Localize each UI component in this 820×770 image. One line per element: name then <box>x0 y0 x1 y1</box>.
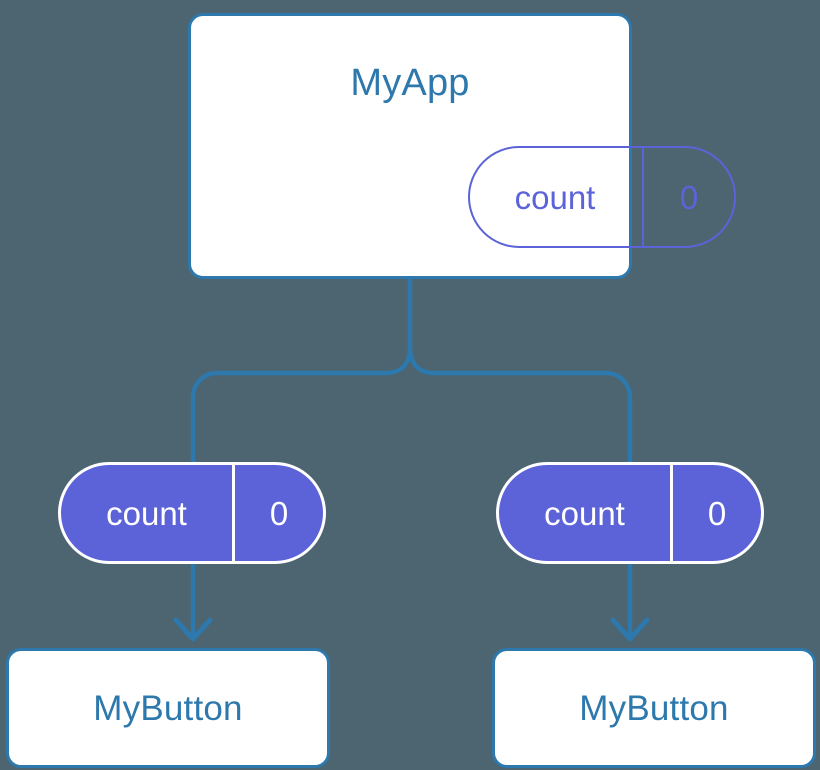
component-name-label: MyButton <box>579 688 729 728</box>
props-key-label: count <box>61 465 235 561</box>
arrowhead-right-icon <box>610 617 650 642</box>
component-card-mybutton-left[interactable]: MyButton <box>6 648 330 768</box>
state-pill-myapp[interactable]: count 0 <box>468 146 736 248</box>
arrowhead-left-icon <box>173 617 213 642</box>
state-value-label: 0 <box>679 178 699 216</box>
connector-fork-left <box>217 346 413 376</box>
props-pill-left[interactable]: count 0 <box>58 462 326 564</box>
component-card-myapp[interactable]: MyApp count 0 <box>188 13 736 279</box>
connector-elbow-right <box>605 370 633 470</box>
props-value-label: 0 <box>269 494 289 532</box>
props-pill-right[interactable]: count 0 <box>496 462 764 564</box>
component-name-label: MyApp <box>350 62 470 104</box>
props-key-label: count <box>499 465 673 561</box>
props-value-label: 0 <box>707 494 727 532</box>
connector-elbow-left <box>190 370 218 470</box>
connector-fork-right <box>407 346 606 376</box>
component-card-mybutton-right[interactable]: MyButton <box>492 648 816 768</box>
component-name-label: MyButton <box>93 688 243 728</box>
state-key-label: count <box>470 148 644 246</box>
